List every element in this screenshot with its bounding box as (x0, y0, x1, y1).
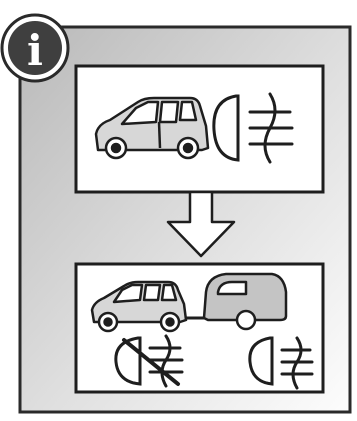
rear-fog-light-trailer-on-icon (248, 336, 314, 390)
info-icon (8, 21, 62, 75)
down-arrow-icon (166, 190, 236, 258)
info-glyph: i (27, 26, 43, 75)
trailer-icon (202, 272, 288, 331)
rear-fog-light-car-off-icon (114, 334, 184, 388)
car-with-trailer-icon (90, 272, 288, 333)
rear-fog-light-on-icon (212, 92, 294, 164)
car-icon (90, 280, 188, 333)
car-icon (94, 96, 210, 160)
info-badge: i (0, 13, 70, 83)
